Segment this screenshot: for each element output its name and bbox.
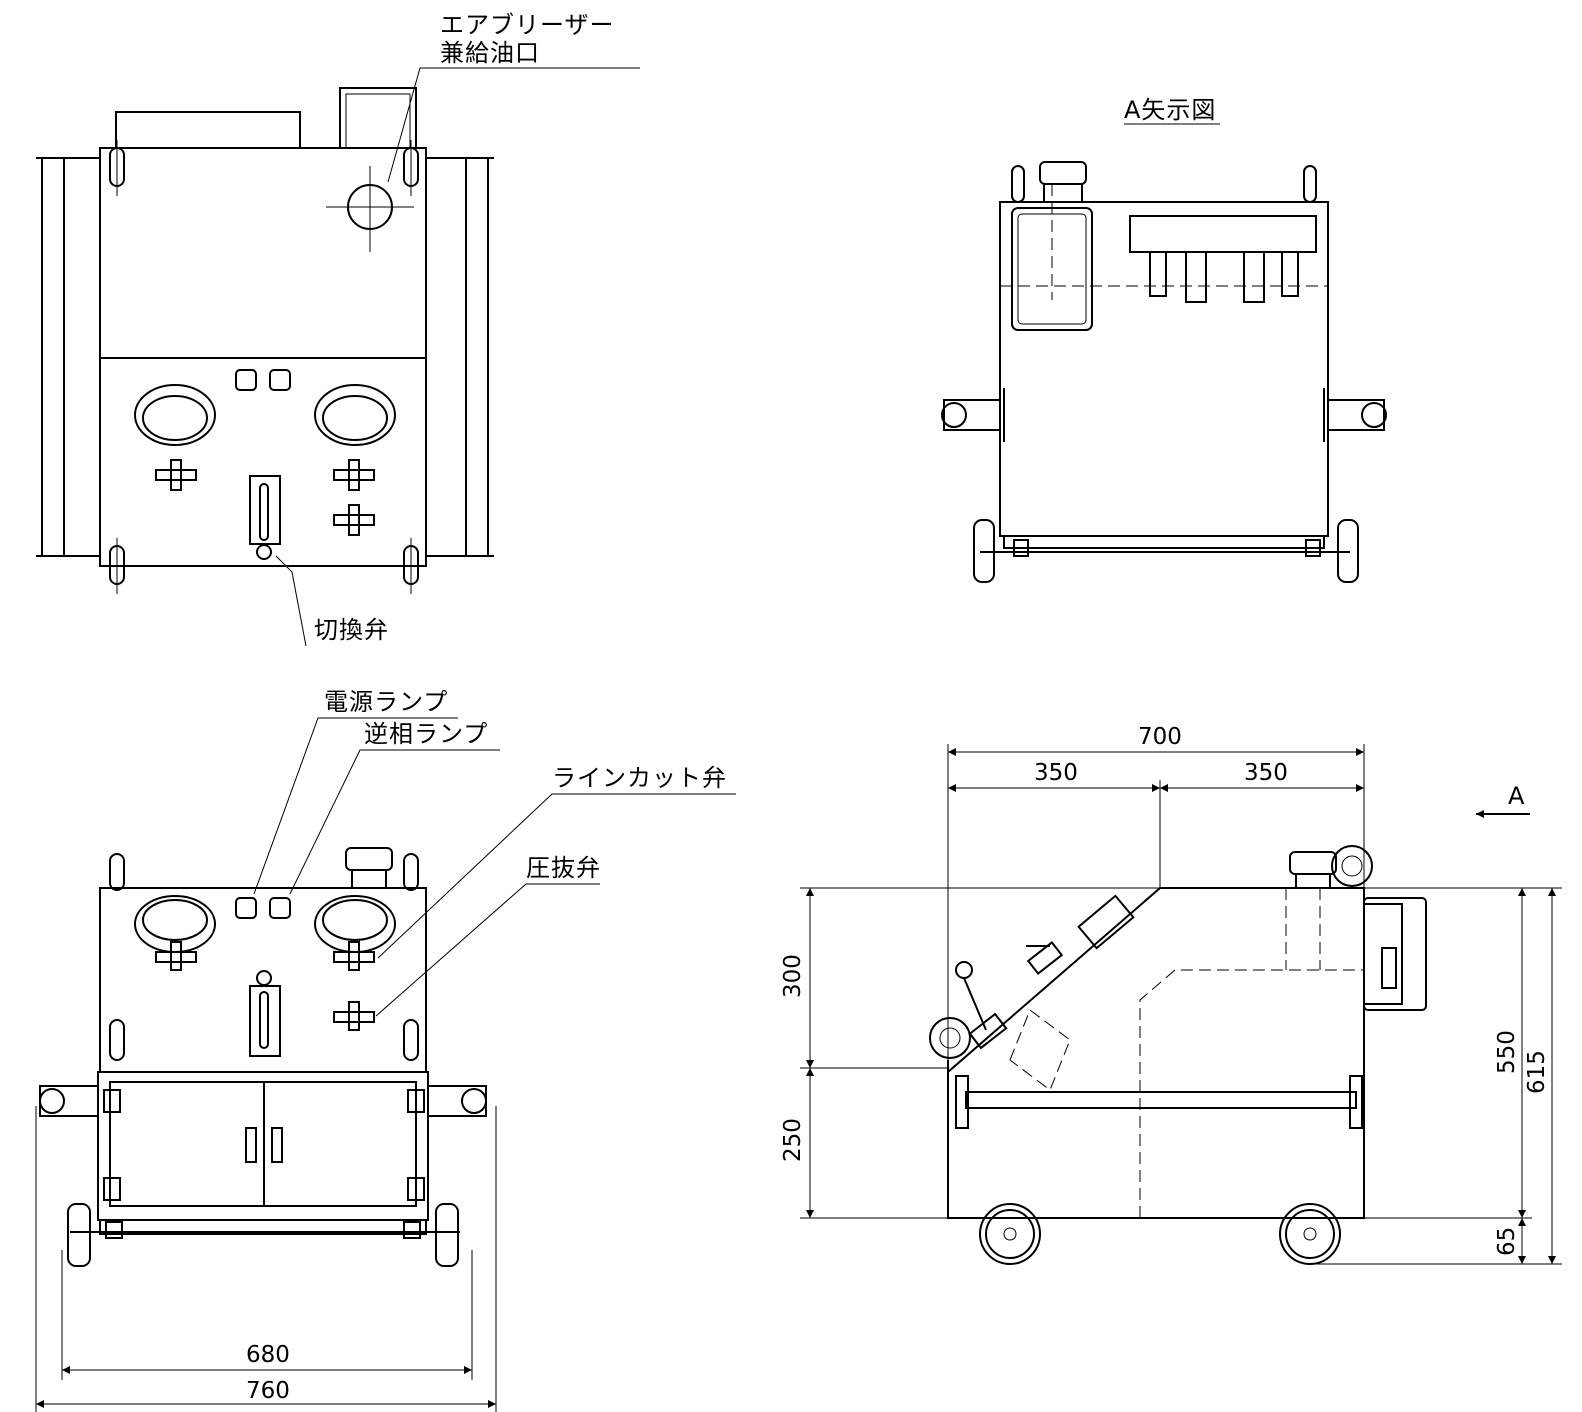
dimension-labels: 680 760 700 350 350 300 250 550 615 65	[246, 724, 1550, 1404]
lifting-eye-icon	[109, 140, 419, 594]
dim-550: 550	[1494, 1030, 1520, 1074]
label-line-cut-valve: ラインカット弁	[552, 764, 727, 792]
dim-350-left: 350	[1034, 760, 1078, 786]
dim-300: 300	[780, 954, 806, 998]
label-reverse-phase-lamp: 逆相ランプ	[364, 720, 488, 748]
dim-760: 760	[246, 1378, 290, 1404]
view-a	[941, 161, 1387, 583]
front-view	[39, 847, 487, 1267]
label-oil-inlet: 兼給油口	[440, 39, 540, 67]
view-a-title: A矢示図	[1124, 96, 1216, 124]
dim-680: 680	[246, 1342, 290, 1368]
label-air-breather: エアブリーザー	[440, 11, 615, 39]
label-switch-valve: 切換弁	[314, 616, 389, 644]
wheel-icon	[979, 1203, 1341, 1265]
dim-65: 65	[1494, 1227, 1520, 1256]
dim-250: 250	[780, 1118, 806, 1162]
leader-lines	[253, 67, 736, 1017]
label-power-lamp: 電源ランプ	[324, 688, 448, 716]
dim-615: 615	[1524, 1050, 1550, 1094]
lamp-icon	[235, 369, 291, 391]
label-pressure-relief-valve: 圧抜弁	[526, 854, 601, 882]
callout-labels: エアブリーザー 兼給油口 切換弁 電源ランプ 逆相ランプ ラインカット弁 圧抜弁…	[314, 11, 1525, 882]
top-view	[36, 87, 494, 594]
label-arrow-a: A	[1508, 782, 1525, 810]
valve-handle-icon	[155, 459, 375, 536]
dim-350-right: 350	[1244, 760, 1288, 786]
side-view	[929, 845, 1427, 1265]
dim-700: 700	[1138, 724, 1182, 750]
pressure-gauge-icon	[134, 384, 396, 446]
dimension-lines	[35, 123, 1562, 1412]
hose-coupler-icon	[1149, 251, 1299, 303]
